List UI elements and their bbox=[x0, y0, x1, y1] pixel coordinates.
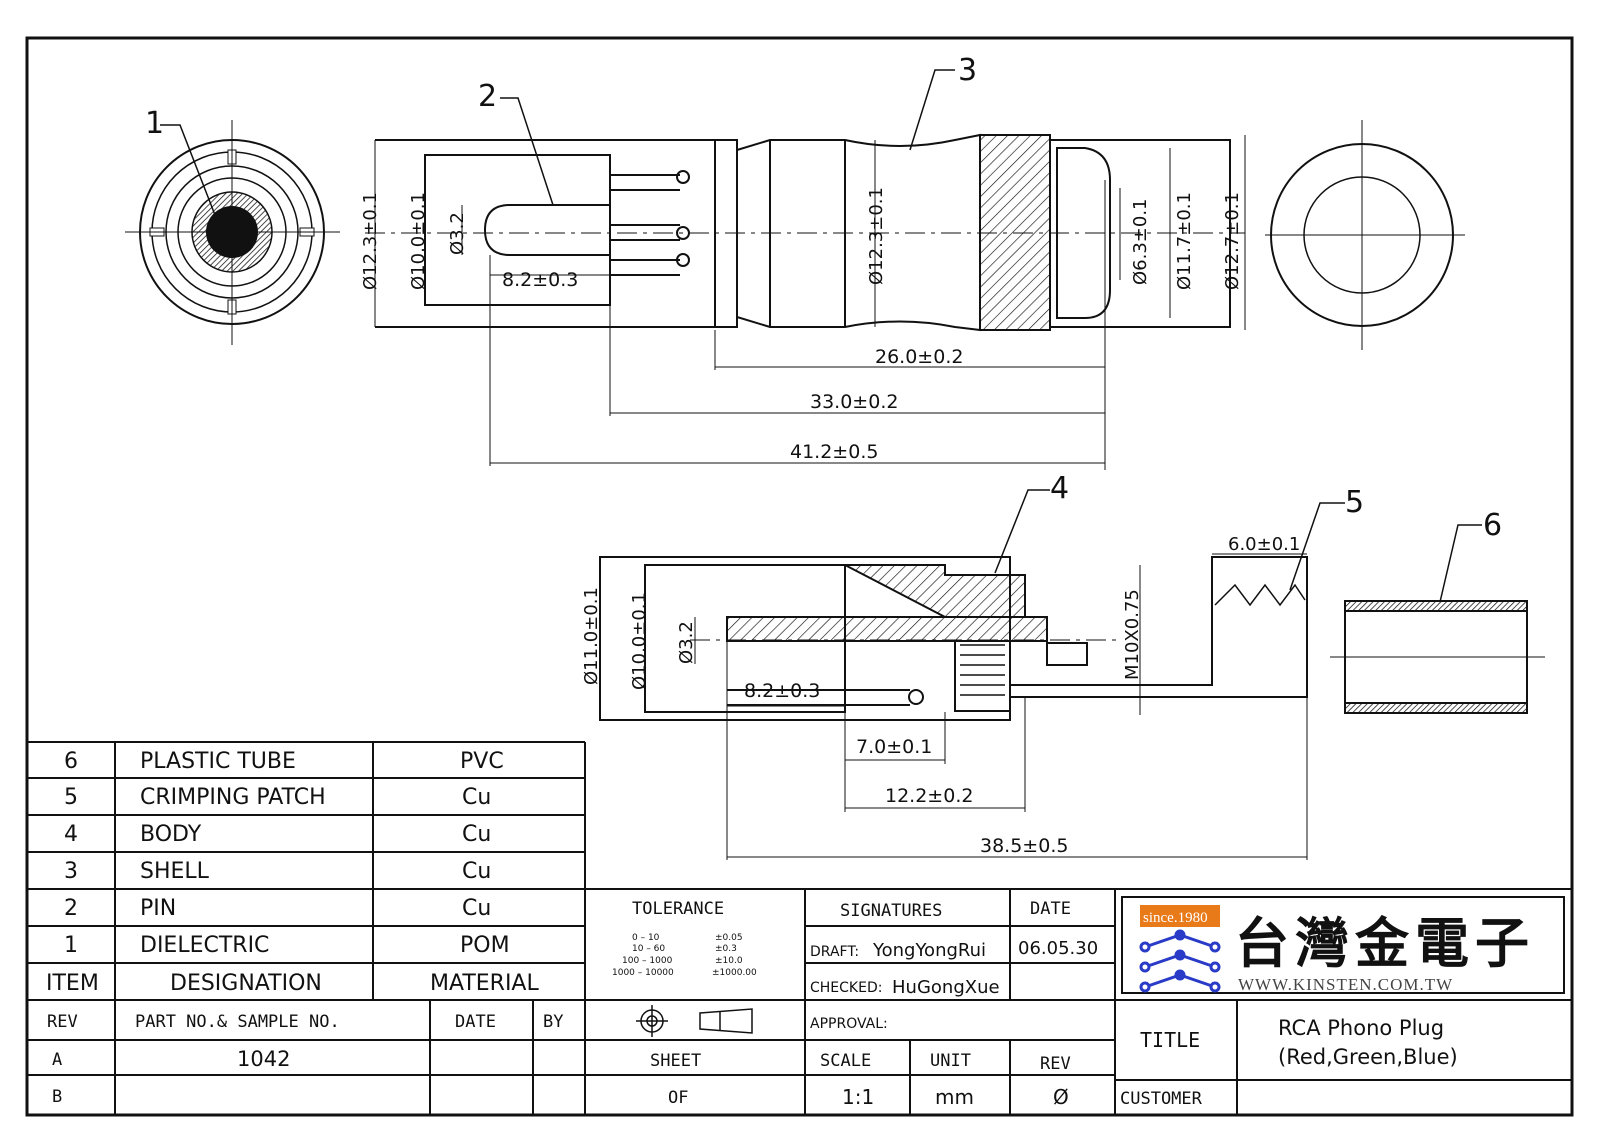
company-url: WWW.KINSTEN.COM.TW bbox=[1238, 975, 1453, 994]
bom-header-item: ITEM bbox=[46, 971, 99, 996]
dim-thread: M10X0.75 bbox=[1122, 589, 1143, 680]
unit-value: mm bbox=[935, 1085, 974, 1109]
bom-material-5: Cu bbox=[462, 785, 491, 810]
end-view-right bbox=[1265, 120, 1465, 350]
bom-material-3: Cu bbox=[462, 859, 491, 884]
dim-d6-3: Ø6.3±0.1 bbox=[1130, 198, 1151, 285]
bom-item-2: 2 bbox=[64, 896, 78, 921]
title-label: TITLE bbox=[1140, 1028, 1200, 1052]
tol-value-4: ±1000.00 bbox=[712, 968, 757, 978]
bom-designation-3: SHELL bbox=[140, 859, 210, 884]
assembly-side-view bbox=[160, 69, 1246, 470]
sheet-label: SHEET bbox=[650, 1051, 701, 1071]
balloon-3: 3 bbox=[958, 53, 977, 88]
rev-row-b-rev: B bbox=[52, 1087, 62, 1107]
signatures-title: SIGNATURES bbox=[840, 901, 942, 921]
rev-row-a-part: 1042 bbox=[237, 1047, 290, 1071]
tol-value-2: ±0.3 bbox=[715, 944, 737, 954]
bom-item-1: 1 bbox=[64, 933, 78, 958]
plastic-tube-view bbox=[1330, 600, 1545, 714]
dim-len-8-2-top: 8.2±0.3 bbox=[502, 269, 578, 291]
customer-label: CUSTOMER bbox=[1120, 1089, 1203, 1109]
company-name-cn: 台灣金電子 bbox=[1235, 911, 1535, 975]
dim-d12-3-mid: Ø12.3±0.1 bbox=[866, 187, 887, 285]
approval-label: APPROVAL: bbox=[810, 1016, 888, 1032]
date-label: DATE bbox=[1030, 899, 1071, 919]
unit-label: UNIT bbox=[930, 1051, 971, 1071]
bom-designation-5: CRIMPING PATCH bbox=[140, 785, 326, 810]
checked-label: CHECKED: bbox=[810, 980, 882, 996]
dim-d10-0-bottom: Ø10.0±0.1 bbox=[629, 592, 650, 690]
bom-material-2: Cu bbox=[462, 896, 491, 921]
bom-item-5: 5 bbox=[64, 785, 78, 810]
projection-symbol-icon bbox=[636, 1005, 753, 1037]
balloon-6: 6 bbox=[1483, 508, 1502, 543]
body-section-view bbox=[599, 489, 1482, 860]
rev-value: Ø bbox=[1053, 1085, 1069, 1109]
dim-d12-7: Ø12.7±0.1 bbox=[1222, 192, 1243, 290]
dim-len-38-5: 38.5±0.5 bbox=[980, 835, 1068, 857]
bom-header-material: MATERIAL bbox=[430, 971, 539, 996]
bom-table bbox=[27, 741, 1572, 1115]
rev-label: REV bbox=[1040, 1054, 1071, 1074]
bom-item-3: 3 bbox=[64, 859, 78, 884]
balloon-5: 5 bbox=[1345, 485, 1364, 520]
tol-range-2: 10 – 60 bbox=[632, 944, 665, 954]
dim-d10-0: Ø10.0±0.1 bbox=[408, 192, 429, 290]
title-line-1: RCA Phono Plug bbox=[1278, 1016, 1444, 1040]
circuit-icon bbox=[1139, 929, 1221, 993]
rev-header-rev: REV bbox=[47, 1012, 78, 1032]
dim-len-41: 41.2±0.5 bbox=[790, 441, 878, 463]
bom-material-6: PVC bbox=[460, 749, 504, 774]
dim-len-6-0: 6.0±0.1 bbox=[1228, 534, 1300, 555]
bom-designation-1: DIELECTRIC bbox=[140, 933, 269, 958]
drawing-frame bbox=[25, 36, 1574, 1117]
dim-d11-0: Ø11.0±0.1 bbox=[581, 587, 602, 685]
dim-d3-2: Ø3.2 bbox=[447, 212, 468, 255]
bom-material-1: POM bbox=[460, 933, 510, 958]
end-view-left bbox=[125, 120, 340, 345]
balloon-4: 4 bbox=[1050, 471, 1069, 506]
bom-designation-4: BODY bbox=[140, 822, 202, 847]
tol-range-3: 100 – 1000 bbox=[622, 956, 673, 966]
of-label: OF bbox=[668, 1088, 688, 1108]
bom-header-designation: DESIGNATION bbox=[170, 971, 322, 996]
dim-d3-2-bottom: Ø3.2 bbox=[676, 621, 697, 664]
dim-len-7-0: 7.0±0.1 bbox=[856, 736, 932, 758]
bom-item-4: 4 bbox=[64, 822, 78, 847]
checked-name: HuGongXue bbox=[892, 977, 1000, 998]
dim-len-8-2-bottom: 8.2±0.3 bbox=[744, 680, 820, 702]
dim-d11-7: Ø11.7±0.1 bbox=[1174, 192, 1195, 290]
rev-header-date: DATE bbox=[455, 1012, 496, 1032]
tolerance-ranges: 0 – 10 10 – 60 100 – 1000 1000 – 10000 ±… bbox=[612, 933, 757, 978]
dim-len-26: 26.0±0.2 bbox=[875, 346, 963, 368]
bom-designation-2: PIN bbox=[140, 896, 176, 921]
draft-label: DRAFT: bbox=[810, 944, 859, 960]
rev-row-a-rev: A bbox=[52, 1050, 62, 1070]
tol-range-4: 1000 – 10000 bbox=[612, 968, 674, 978]
balloon-1: 1 bbox=[145, 106, 164, 141]
dim-len-12-2: 12.2±0.2 bbox=[885, 785, 973, 807]
draft-name: YongYongRui bbox=[872, 940, 986, 961]
tol-value-3: ±10.0 bbox=[715, 956, 743, 966]
tol-range-1: 0 – 10 bbox=[632, 933, 660, 943]
dim-d12-3-left: Ø12.3±0.1 bbox=[360, 192, 381, 290]
scale-label: SCALE bbox=[820, 1051, 871, 1071]
rev-header-part: PART NO.& SAMPLE NO. bbox=[135, 1012, 340, 1032]
dim-len-33: 33.0±0.2 bbox=[810, 391, 898, 413]
bom-item-6: 6 bbox=[64, 749, 78, 774]
rev-header-by: BY bbox=[543, 1012, 563, 1032]
title-line-2: (Red,Green,Blue) bbox=[1278, 1045, 1458, 1069]
since-text: since.1980 bbox=[1143, 910, 1208, 926]
bom-designation-6: PLASTIC TUBE bbox=[140, 749, 296, 774]
scale-value: 1:1 bbox=[842, 1085, 874, 1109]
balloon-2: 2 bbox=[478, 79, 497, 114]
bom-material-4: Cu bbox=[462, 822, 491, 847]
draft-date: 06.05.30 bbox=[1018, 938, 1098, 959]
tolerance-title: TOLERANCE bbox=[632, 899, 724, 919]
company-logo: since.1980 台灣金電子 WWW.KINSTEN.COM.TW bbox=[1121, 896, 1565, 994]
tol-value-1: ±0.05 bbox=[715, 933, 743, 943]
